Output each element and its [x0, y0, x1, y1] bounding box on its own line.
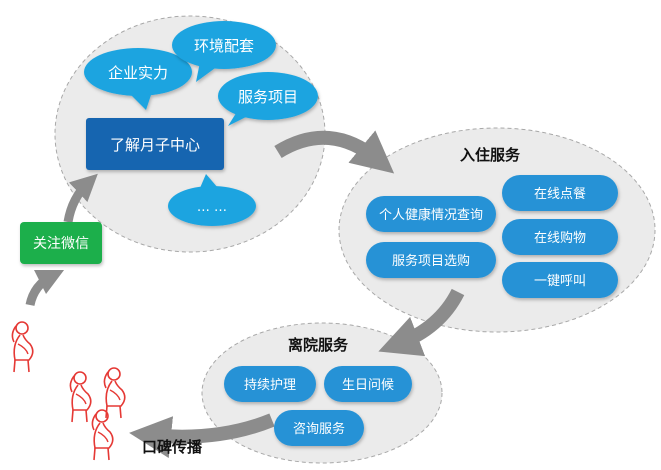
arrow-discharge-to-wom	[129, 413, 275, 459]
svg-text:在线购物: 在线购物	[534, 230, 586, 246]
pregnant-woman-figure-icon	[103, 367, 126, 419]
pill-service-purchase: 服务项目选购	[366, 242, 496, 278]
svg-text:… …: … …	[197, 200, 227, 215]
svg-text:持续护理: 持续护理	[244, 378, 296, 393]
pill-online-order: 在线点餐	[502, 175, 618, 211]
pill-consulting: 咨询服务	[274, 410, 364, 446]
svg-text:个人健康情况查询: 个人健康情况查询	[379, 207, 483, 223]
pregnant-woman-figure-icon	[69, 371, 92, 423]
svg-text:咨询服务: 咨询服务	[293, 421, 345, 437]
learn-center-box: 了解月子中心	[86, 118, 224, 170]
arrow-figure-to-wechat	[25, 269, 65, 307]
checkin-title: 入住服务	[460, 146, 521, 164]
svg-text:关注微信: 关注微信	[33, 236, 89, 252]
svg-text:了解月子中心: 了解月子中心	[110, 136, 200, 154]
arrow-center-to-checkin	[274, 130, 395, 174]
discharge-title: 离院服务	[288, 336, 349, 354]
follow-wechat-box: 关注微信	[20, 222, 102, 264]
bubble-ellipsis: … …	[168, 174, 256, 226]
bubble-environment: 环境配套	[172, 21, 276, 82]
bubble-service-items: 服务项目	[218, 72, 318, 126]
svg-text:服务项目选购: 服务项目选购	[392, 253, 470, 269]
svg-text:环境配套: 环境配套	[194, 37, 254, 55]
svg-text:一键呼叫: 一键呼叫	[534, 274, 586, 289]
arrow-wechat-to-center	[63, 173, 98, 223]
svg-text:服务项目: 服务项目	[238, 88, 298, 106]
pill-health-query: 个人健康情况查询	[366, 196, 496, 232]
pill-one-key-call: 一键呼叫	[502, 262, 618, 298]
svg-text:生日问候: 生日问候	[342, 378, 394, 393]
pregnant-woman-figure-icon	[91, 409, 114, 461]
bubble-company-strength: 企业实力	[84, 48, 192, 110]
arrow-checkin-to-discharge	[378, 288, 465, 357]
pregnant-woman-figure-icon	[11, 321, 34, 373]
svg-text:企业实力: 企业实力	[108, 64, 168, 82]
pill-continued-care: 持续护理	[224, 366, 316, 402]
word-of-mouth-label: 口碑传播	[142, 438, 203, 456]
pill-birthday-greeting: 生日问候	[324, 366, 412, 402]
svg-text:在线点餐: 在线点餐	[534, 186, 586, 202]
pill-online-shopping: 在线购物	[502, 219, 618, 255]
